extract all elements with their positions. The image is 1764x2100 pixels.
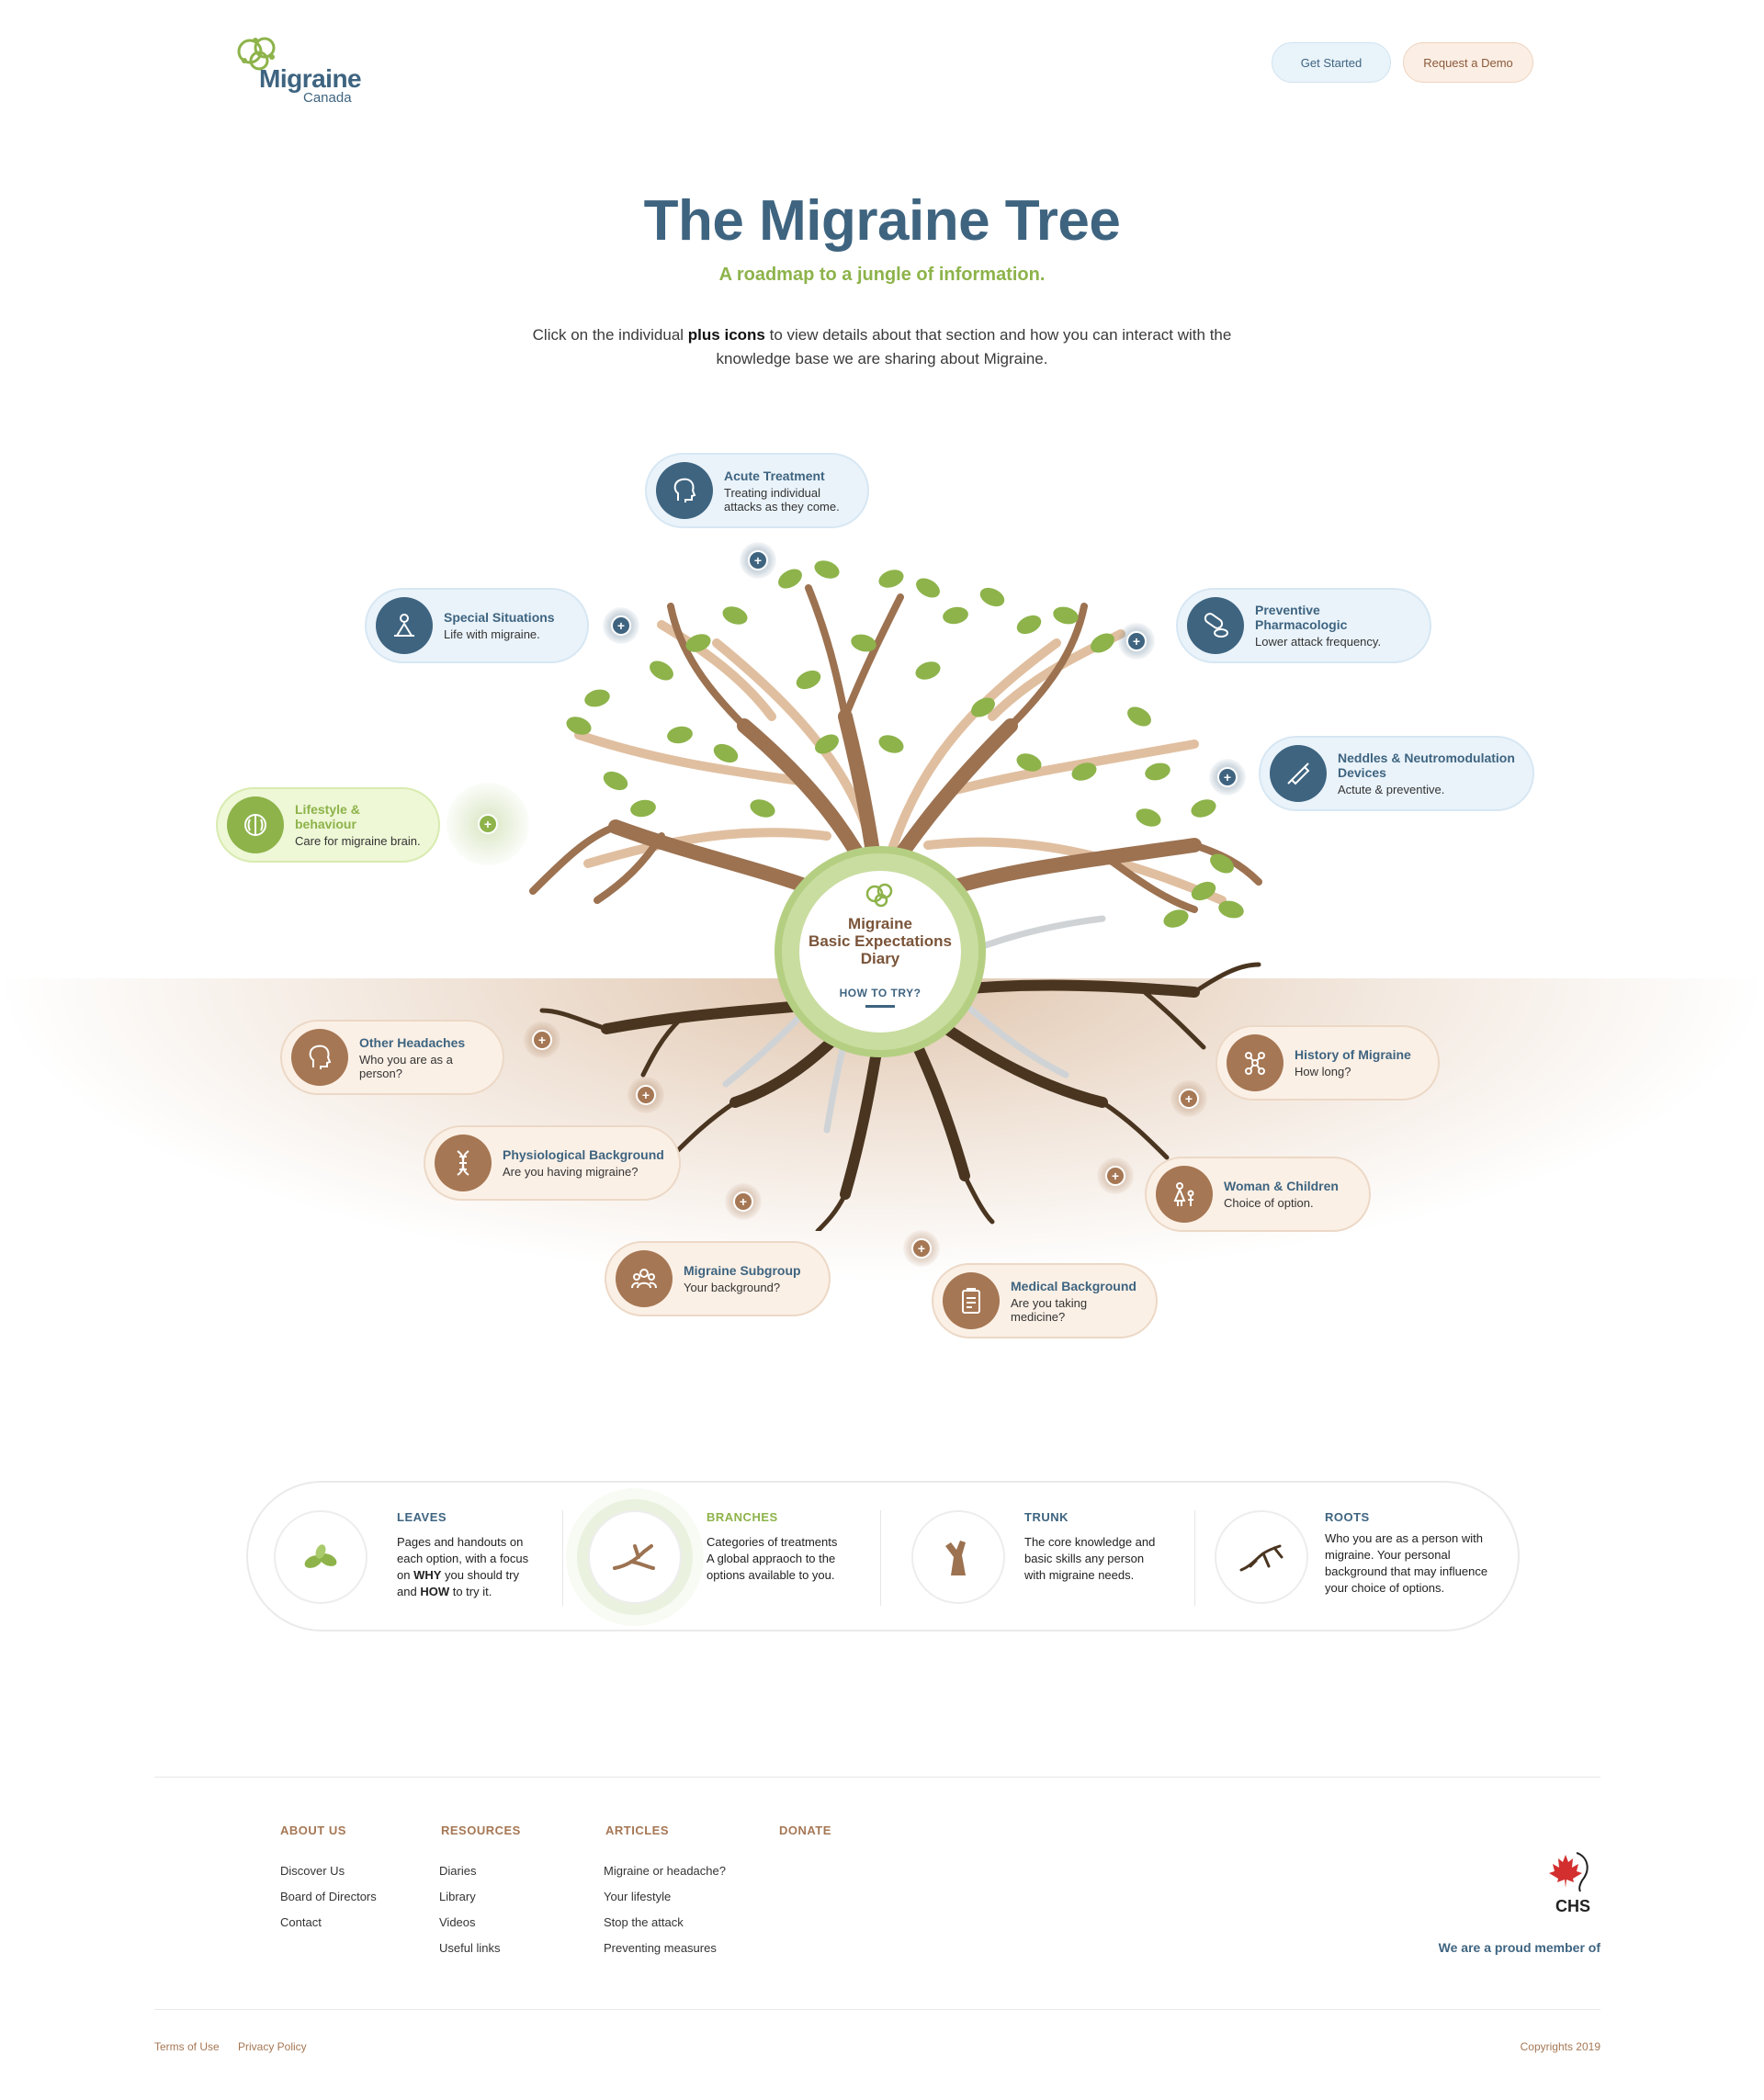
brand-sub: Canada bbox=[303, 90, 352, 106]
plus-neddles-neutromodulation[interactable]: + bbox=[1209, 759, 1246, 796]
brand-name: Migraine bbox=[259, 64, 362, 93]
legend-text-roots: Who you are as a person with migraine. Y… bbox=[1325, 1531, 1488, 1595]
page-subtitle: A roadmap to a jungle of information. bbox=[718, 265, 1046, 285]
privacy-link[interactable]: Privacy Policy bbox=[238, 2040, 307, 2053]
plus-acute-treatment[interactable]: + bbox=[740, 542, 776, 579]
legend-divider bbox=[562, 1510, 563, 1606]
tree-legend: LEAVES Pages and handouts on each option… bbox=[246, 1481, 1520, 1631]
root-card-physiological-background[interactable]: Physiological Background Are you having … bbox=[424, 1125, 681, 1201]
head-profile-icon bbox=[291, 1029, 348, 1086]
footer-link[interactable]: Contact bbox=[280, 1915, 322, 1929]
plus-woman-children[interactable]: + bbox=[1097, 1157, 1134, 1194]
request-demo-button[interactable]: Request a Demo bbox=[1403, 42, 1533, 83]
plus-lifestyle-behaviour[interactable]: + bbox=[447, 783, 529, 865]
syringe-icon bbox=[1270, 745, 1327, 802]
meditation-icon bbox=[376, 597, 433, 654]
footer-head-resources: RESOURCES bbox=[441, 1823, 521, 1837]
root-card-woman-children[interactable]: Woman & Children Choice of option. bbox=[1145, 1157, 1371, 1232]
get-started-button[interactable]: Get Started bbox=[1272, 42, 1391, 83]
footer-donate-link[interactable]: DONATE bbox=[779, 1823, 831, 1837]
footer-link[interactable]: Stop the attack bbox=[604, 1915, 684, 1929]
terms-link[interactable]: Terms of Use bbox=[154, 2040, 220, 2053]
footer-link[interactable]: Diaries bbox=[439, 1864, 477, 1878]
root-card-migraine-subgroup[interactable]: Migraine Subgroup Your background? bbox=[605, 1241, 831, 1316]
legend-title-leaves: LEAVES bbox=[397, 1510, 447, 1524]
group-icon bbox=[616, 1250, 673, 1307]
plus-physiological-background[interactable]: + bbox=[628, 1077, 664, 1113]
leaves-icon bbox=[274, 1510, 368, 1604]
root-card-history-of-migraine[interactable]: History of Migraine How long? bbox=[1216, 1025, 1440, 1101]
how-to-try-link[interactable]: HOW TO TRY? bbox=[839, 987, 922, 999]
plus-preventive-pharmacologic[interactable]: + bbox=[1118, 623, 1155, 660]
footer-link[interactable]: Useful links bbox=[439, 1941, 501, 1955]
branch-card-neddles-neutromodulation[interactable]: Neddles & Neutromodulation Devices Actut… bbox=[1259, 736, 1534, 811]
plus-history-of-migraine[interactable]: + bbox=[1170, 1080, 1207, 1117]
center-diary-circle[interactable]: Migraine Basic Expectations Diary HOW TO… bbox=[775, 846, 986, 1057]
plus-medical-background[interactable]: + bbox=[903, 1230, 940, 1267]
footer-head-about: ABOUT US bbox=[280, 1823, 346, 1837]
footer-divider bbox=[154, 1777, 1600, 1778]
chs-logo[interactable]: CHS bbox=[1540, 1849, 1604, 1923]
member-text: We are a proud member of bbox=[1438, 1940, 1600, 1955]
legend-title-roots: ROOTS bbox=[1325, 1510, 1370, 1524]
dna-icon bbox=[435, 1135, 492, 1191]
brand-logo[interactable]: Migraine Canada bbox=[232, 33, 369, 107]
footer-link[interactable]: Library bbox=[439, 1890, 476, 1903]
legend-divider bbox=[1194, 1510, 1195, 1606]
brain-logo-icon bbox=[865, 883, 893, 908]
chs-wordmark: CHS bbox=[1555, 1897, 1590, 1915]
legend-text-leaves: Pages and handouts on each option, with … bbox=[397, 1535, 529, 1598]
branch-card-preventive-pharmacologic[interactable]: Preventive Pharmacologic Lower attack fr… bbox=[1176, 588, 1431, 663]
branch-card-acute-treatment[interactable]: Acute Treatment Treating individual atta… bbox=[645, 453, 869, 528]
footer-link[interactable]: Preventing measures bbox=[604, 1941, 717, 1955]
center-title: Migraine Basic Expectations Diary bbox=[808, 915, 952, 967]
mother-child-icon bbox=[1156, 1166, 1213, 1223]
intro-text: Click on the individual plus icons to vi… bbox=[532, 326, 1232, 367]
footer-head-articles: ARTICLES bbox=[605, 1823, 669, 1837]
trunk-icon bbox=[911, 1510, 1005, 1604]
copyright-text: Copyrights 2019 bbox=[1520, 2040, 1600, 2053]
link-underline bbox=[865, 1005, 895, 1008]
branch-card-special-situations[interactable]: Special Situations Life with migraine. bbox=[365, 588, 589, 663]
head-icon bbox=[656, 462, 713, 519]
footer-link[interactable]: Board of Directors bbox=[280, 1890, 377, 1903]
maple-leaf-icon bbox=[1549, 1852, 1589, 1892]
clipboard-icon bbox=[943, 1272, 1000, 1329]
root-card-other-headaches[interactable]: Other Headaches Who you are as a person? bbox=[280, 1020, 504, 1095]
roots-icon bbox=[1215, 1510, 1308, 1604]
root-card-medical-background[interactable]: Medical Background Are you taking medici… bbox=[932, 1263, 1158, 1338]
network-icon bbox=[1227, 1034, 1283, 1091]
footer-link[interactable]: Discover Us bbox=[280, 1864, 345, 1878]
legend-divider bbox=[880, 1510, 881, 1606]
plus-migraine-subgroup[interactable]: + bbox=[725, 1183, 762, 1220]
legend-text-branches: Categories of treatments A global apprao… bbox=[707, 1535, 838, 1582]
branch-card-lifestyle-behaviour[interactable]: Lifestyle & behaviour Care for migraine … bbox=[216, 787, 440, 863]
legend-text-trunk: The core knowledge and basic skills any … bbox=[1024, 1535, 1156, 1582]
plus-other-headaches[interactable]: + bbox=[524, 1022, 560, 1058]
branches-icon bbox=[588, 1510, 682, 1604]
page-title: The Migraine Tree bbox=[643, 189, 1121, 253]
plus-special-situations[interactable]: + bbox=[603, 607, 639, 644]
brain-logo-icon bbox=[237, 37, 276, 71]
brain-icon bbox=[227, 796, 284, 853]
legend-title-branches: BRANCHES bbox=[707, 1510, 778, 1524]
legend-title-trunk: TRUNK bbox=[1024, 1510, 1069, 1524]
footer-link[interactable]: Videos bbox=[439, 1915, 476, 1929]
footer-link[interactable]: Migraine or headache? bbox=[604, 1864, 726, 1878]
pills-icon bbox=[1187, 597, 1244, 654]
footer-bottom-divider bbox=[154, 2009, 1600, 2010]
footer-link[interactable]: Your lifestyle bbox=[604, 1890, 672, 1903]
